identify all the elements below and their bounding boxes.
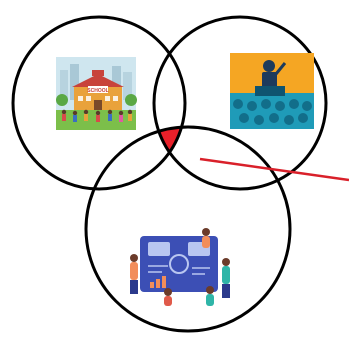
pointer-line	[199, 157, 349, 182]
venn-circle-left	[11, 15, 187, 191]
person-left	[130, 254, 138, 294]
school-illustration: SCHOOL	[56, 57, 137, 130]
person-bottom-right	[206, 286, 214, 306]
students-group	[61, 109, 133, 122]
person-right	[222, 258, 230, 298]
speaker-illustration	[230, 53, 314, 129]
chart-bars-icon	[150, 276, 166, 288]
venn-circle-bottom	[84, 125, 292, 333]
person-bottom	[164, 288, 172, 306]
venn-circle-right	[152, 15, 328, 191]
school-sign-text: SCHOOL	[87, 88, 108, 94]
person-top	[202, 228, 210, 248]
audience-group	[233, 99, 312, 125]
technology-illustration	[125, 228, 235, 307]
